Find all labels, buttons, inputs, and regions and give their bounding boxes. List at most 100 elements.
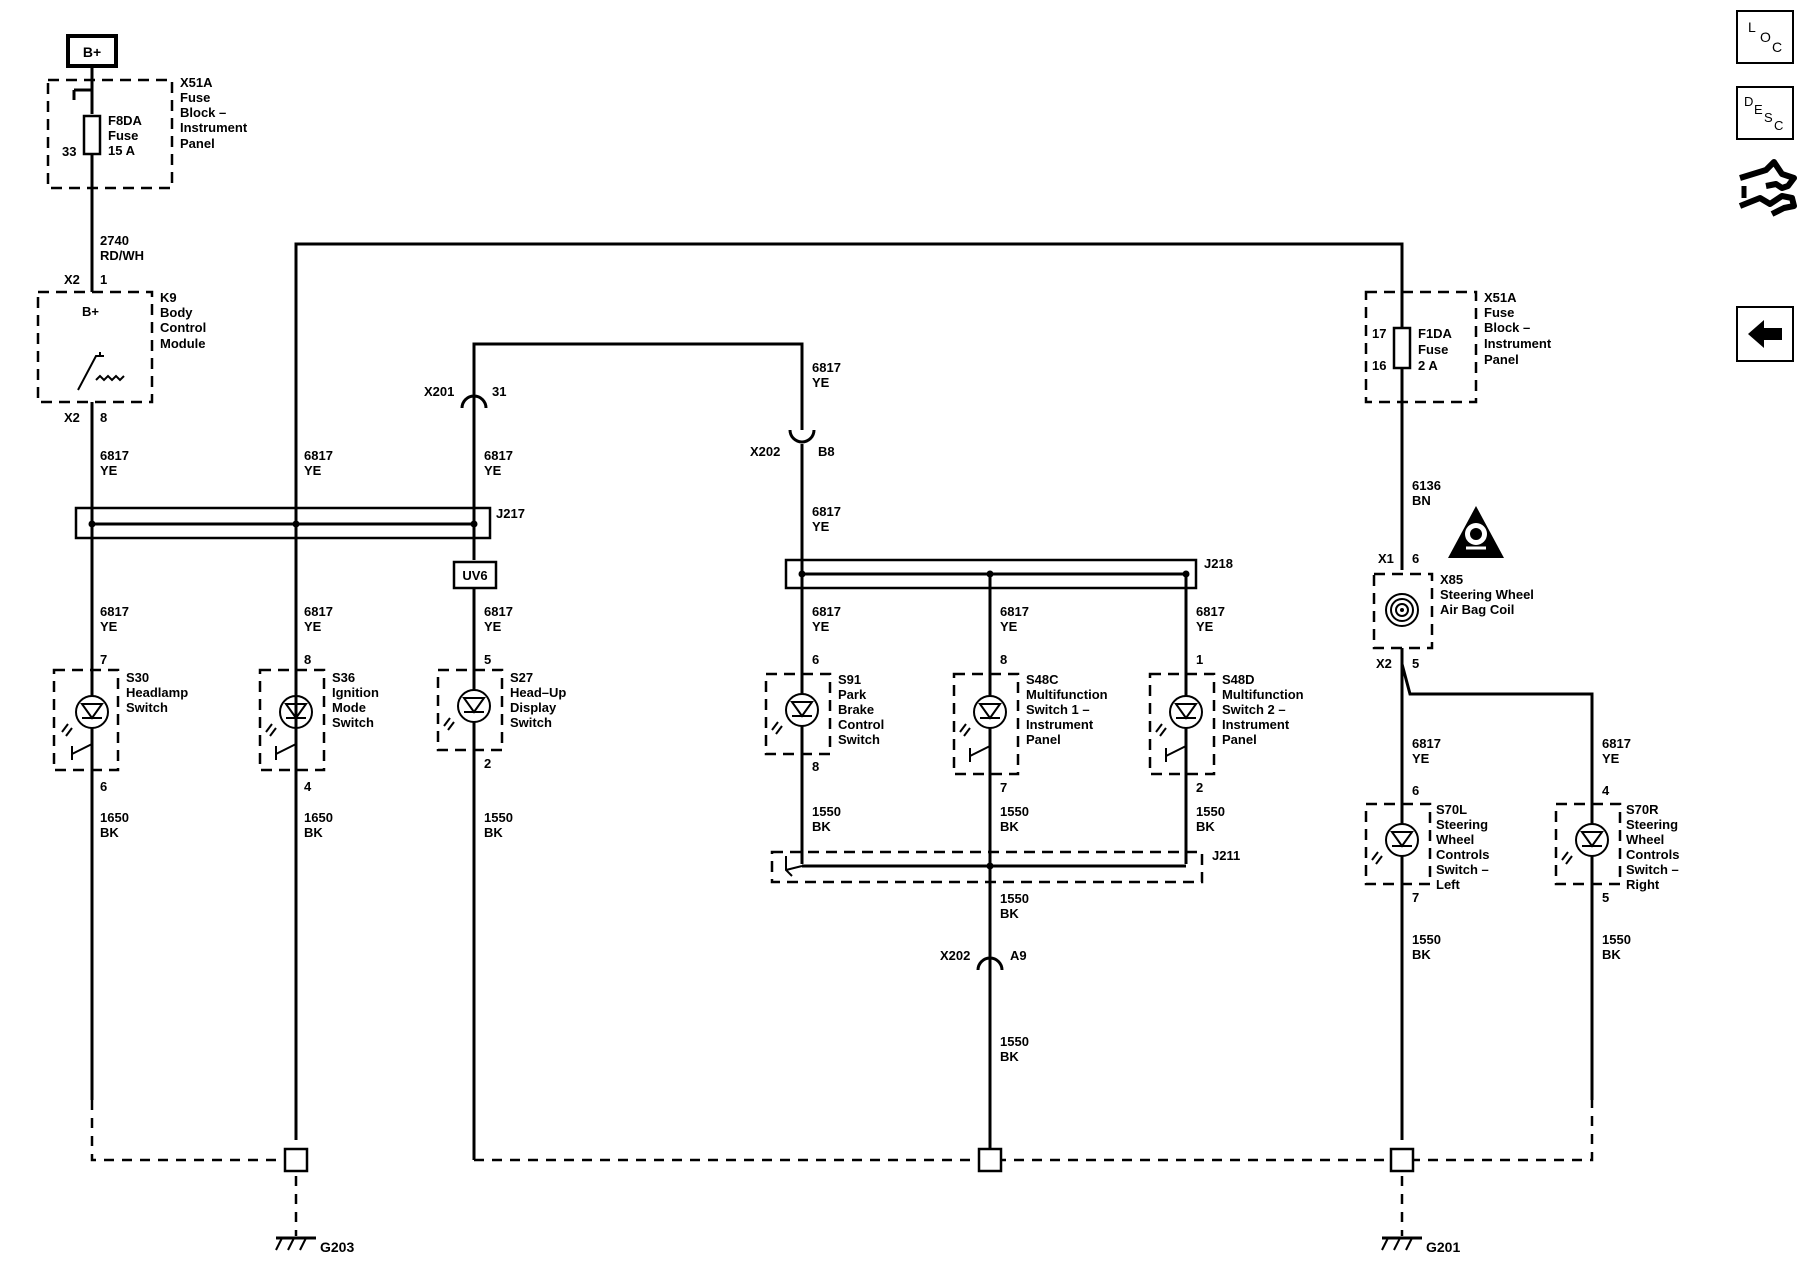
svg-text:Fuse: Fuse <box>180 90 210 105</box>
svg-text:YE: YE <box>1196 619 1214 634</box>
steering-wheel-button[interactable] <box>1736 152 1798 222</box>
svg-text:YE: YE <box>1000 619 1018 634</box>
svg-text:Switch 2 –: Switch 2 – <box>1222 702 1286 717</box>
svg-text:S70L: S70L <box>1436 802 1467 817</box>
s48c-pin-top: 8 <box>1000 652 1007 667</box>
svg-text:YE: YE <box>812 375 830 390</box>
svg-text:Multifunction: Multifunction <box>1222 687 1304 702</box>
svg-text:1550: 1550 <box>484 810 513 825</box>
s30-pin-bot: 6 <box>100 779 107 794</box>
svg-text:BK: BK <box>484 825 503 840</box>
x202-b8-conn: X202 <box>750 444 780 459</box>
coil-spiral-icon <box>1385 593 1419 627</box>
svg-text:BK: BK <box>1000 906 1019 921</box>
fuse-block-top-name: X51A Fuse Block – Instrument Panel <box>180 75 248 151</box>
s36-pin-top: 8 <box>304 652 311 667</box>
connector-x202-a9 <box>976 956 1004 971</box>
x202-b8-pin: B8 <box>818 444 835 459</box>
svg-text:1550: 1550 <box>1000 891 1029 906</box>
switch-s48d <box>1148 670 1216 864</box>
loc-letter-c: C <box>1772 39 1782 55</box>
svg-text:6817: 6817 <box>1602 736 1631 751</box>
svg-text:Display: Display <box>510 700 557 715</box>
loc-button[interactable]: L O C <box>1736 10 1794 64</box>
svg-text:1650: 1650 <box>304 810 333 825</box>
svg-text:6817: 6817 <box>1412 736 1441 751</box>
svg-text:Wheel: Wheel <box>1626 832 1664 847</box>
svg-text:6136: 6136 <box>1412 478 1441 493</box>
back-button[interactable] <box>1736 306 1794 362</box>
svg-text:Panel: Panel <box>1484 352 1519 367</box>
svg-text:BK: BK <box>1000 1049 1019 1064</box>
svg-text:RD/WH: RD/WH <box>100 248 144 263</box>
x201-pin: 31 <box>492 384 506 399</box>
back-arrow-icon <box>1748 320 1782 348</box>
s30-name: S30 Headlamp Switch <box>126 670 188 715</box>
fuse-f8da-label: F8DA Fuse 15 A <box>108 113 143 158</box>
svg-text:S27: S27 <box>510 670 533 685</box>
svg-text:1550: 1550 <box>812 804 841 819</box>
s48d-pin-top: 1 <box>1196 652 1203 667</box>
svg-text:6817: 6817 <box>1000 604 1029 619</box>
svg-text:BK: BK <box>1000 819 1019 834</box>
svg-text:1550: 1550 <box>1196 804 1225 819</box>
switch-s91 <box>764 670 832 864</box>
svg-text:BK: BK <box>304 825 323 840</box>
ground-node-g201 <box>1389 1147 1415 1173</box>
bcm-conn-bot: X2 <box>64 410 80 425</box>
svg-text:1550: 1550 <box>1602 932 1631 947</box>
svg-text:1650: 1650 <box>100 810 129 825</box>
svg-text:Fuse: Fuse <box>108 128 138 143</box>
airbag-warning-icon <box>1448 506 1504 558</box>
x202-a9-conn: X202 <box>940 948 970 963</box>
svg-text:YE: YE <box>812 619 830 634</box>
airbag-coil-pin-top: 6 <box>1412 551 1419 566</box>
bcm-conn-top: X2 <box>64 272 80 287</box>
svg-text:6817: 6817 <box>1196 604 1225 619</box>
ground-g203-label: G203 <box>320 1239 354 1255</box>
s91-pin-top: 6 <box>812 652 819 667</box>
svg-text:Steering: Steering <box>1436 817 1488 832</box>
svg-text:Control: Control <box>160 320 206 335</box>
svg-text:BK: BK <box>1602 947 1621 962</box>
svg-text:YE: YE <box>484 619 502 634</box>
svg-text:S30: S30 <box>126 670 149 685</box>
desc-button[interactable]: D E S C <box>1736 86 1794 140</box>
splice-j218-label: J218 <box>1204 556 1233 571</box>
svg-text:F1DA: F1DA <box>1418 326 1453 341</box>
svg-text:Multifunction: Multifunction <box>1026 687 1108 702</box>
svg-text:YE: YE <box>304 463 322 478</box>
bcm-pin-bot: 8 <box>100 410 107 425</box>
svg-text:6817: 6817 <box>812 604 841 619</box>
svg-text:K9: K9 <box>160 290 177 305</box>
svg-text:S48D: S48D <box>1222 672 1255 687</box>
s36-pin-bot: 4 <box>304 779 312 794</box>
s70l-name: S70L Steering Wheel Controls Switch – Le… <box>1436 802 1489 892</box>
switch-s70r <box>1554 800 1622 1100</box>
steering-wheel-icon <box>1738 159 1797 217</box>
switch-s70l <box>1364 800 1432 1140</box>
svg-text:S48C: S48C <box>1026 672 1059 687</box>
svg-text:Body: Body <box>160 305 193 320</box>
svg-text:Switch –: Switch – <box>1436 862 1489 877</box>
s70r-pin-bot: 5 <box>1602 890 1609 905</box>
s70r-pin-top: 4 <box>1602 783 1610 798</box>
svg-text:Controls: Controls <box>1436 847 1489 862</box>
svg-text:Fuse: Fuse <box>1484 305 1514 320</box>
svg-text:Instrument: Instrument <box>180 120 248 135</box>
svg-text:Block –: Block – <box>180 105 226 120</box>
